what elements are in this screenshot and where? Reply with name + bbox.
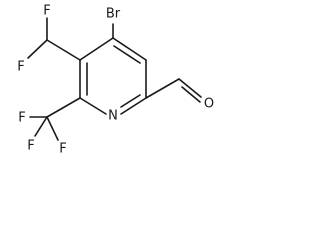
atom-br: Br — [106, 7, 121, 22]
bond-c4-c5 — [112, 37, 147, 61]
substituent-bonds — [27, 17, 202, 141]
bond-n-c6-inner — [120, 94, 141, 108]
bond-cf3-f-bottom — [46, 116, 59, 141]
atom-o: O — [204, 97, 214, 112]
bond-c2-n — [79, 97, 107, 115]
bond-n-c6 — [120, 97, 147, 115]
bond-cho-o — [178, 78, 202, 98]
bond-c3-chf2 — [46, 39, 81, 61]
chemical-structure: Br N O F F F F F — [17, 4, 214, 157]
pyridine-ring — [79, 37, 147, 115]
atom-labels: Br N O F F F F F — [17, 4, 214, 157]
bond-c4-c3 — [79, 37, 114, 61]
atom-f-cf3-bottom: F — [59, 142, 66, 157]
atom-f-cf3-bottom-left: F — [27, 139, 34, 154]
bond-cho-o-inner — [181, 86, 201, 103]
bond-c6-cho — [145, 78, 180, 99]
atom-n: N — [108, 109, 118, 124]
atom-f-cf3-left: F — [18, 111, 25, 126]
atom-f-chf2-left: F — [17, 60, 24, 75]
bond-c4-c5-inner — [113, 45, 141, 64]
bond-chf2-f-left — [27, 39, 48, 59]
atom-f-chf2-top: F — [43, 4, 50, 19]
bond-c2-cf3 — [46, 97, 81, 118]
bond-cf3-f-bottom-left — [34, 116, 48, 137]
